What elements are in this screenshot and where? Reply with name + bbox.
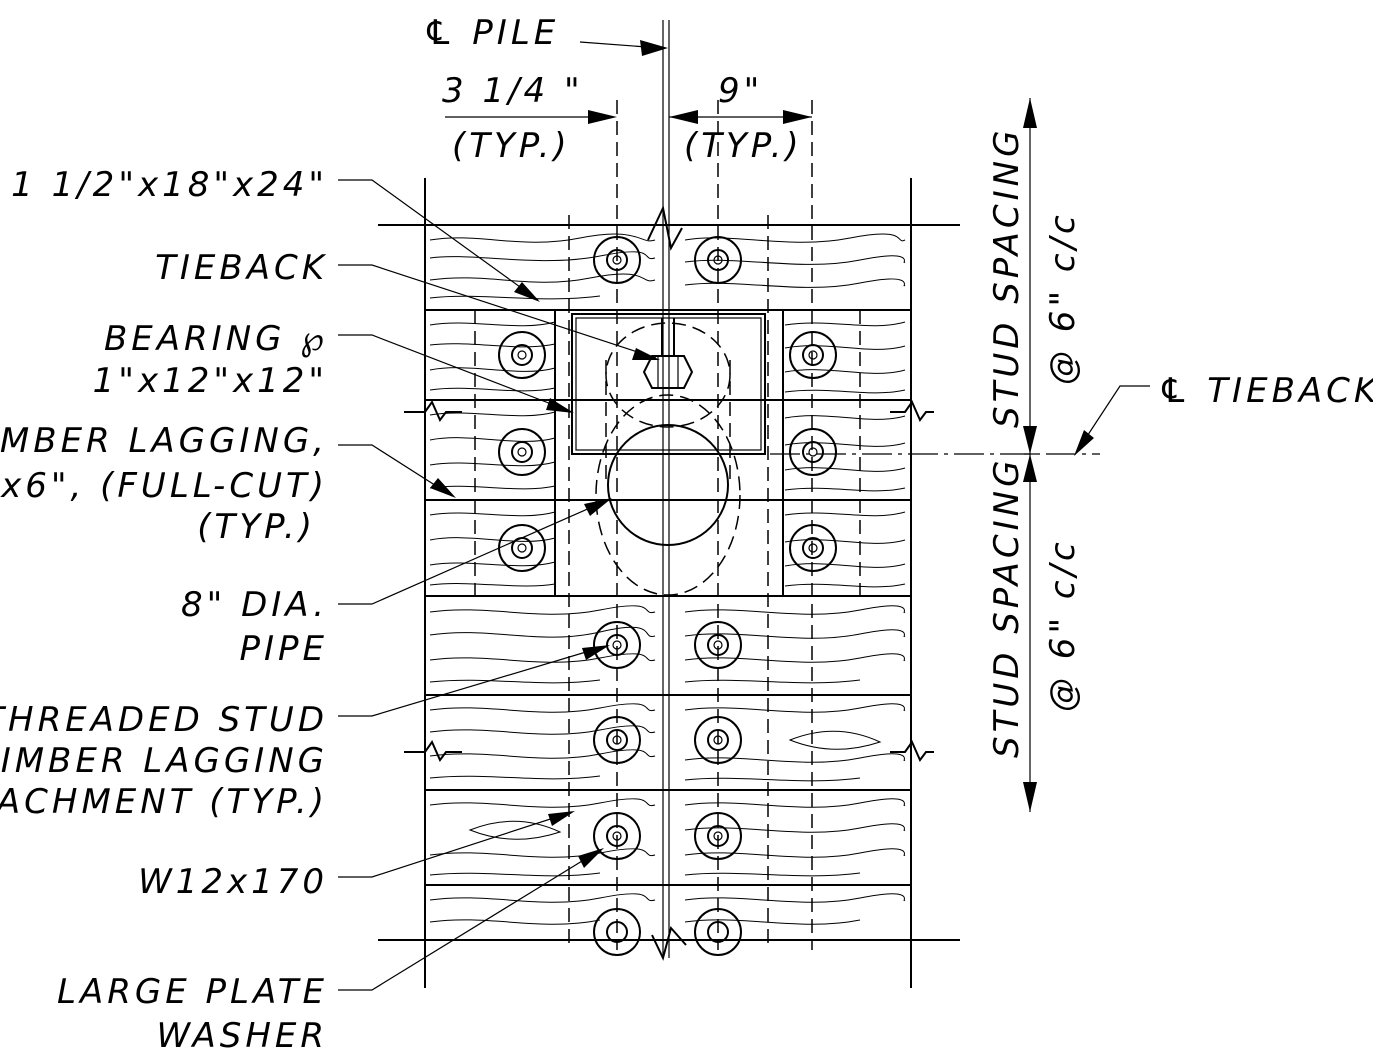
callout-washer-2: WASHER bbox=[157, 1016, 328, 1056]
break-marks bbox=[404, 399, 934, 762]
plate-1-5x18x24 bbox=[554, 309, 784, 597]
stud-spacing-upper: STUD SPACING bbox=[987, 127, 1027, 428]
callout-lagging-2: 6"x6", (FULL-CUT) bbox=[0, 466, 328, 506]
callout-bearing-plate-2: 1"x12"x12" bbox=[93, 361, 328, 401]
bearing-plate-1x12x12 bbox=[571, 313, 766, 455]
callout-pipe-1: 8" DIA. bbox=[181, 585, 328, 625]
stud-washer bbox=[593, 236, 641, 284]
stud-washers bbox=[498, 236, 837, 956]
callout-bearing-plate-1: BEARING ℘ bbox=[104, 319, 328, 359]
spacing-lower: @ 6" c/c bbox=[1043, 538, 1083, 712]
stud-washer bbox=[694, 621, 742, 669]
wood-grain bbox=[429, 233, 906, 925]
stud-spacing-lower: STUD SPACING bbox=[987, 457, 1027, 758]
stud-washer bbox=[593, 908, 641, 956]
left-offset-dim: 3 1/4 " bbox=[442, 71, 584, 111]
stud-washer bbox=[593, 621, 641, 669]
callout-lagging-1: TIMBER LAGGING, bbox=[0, 421, 328, 461]
callout-plate: ℘ 1 1/2"x18"x24" bbox=[0, 165, 328, 205]
cl-pile-label: ℄ PILE bbox=[423, 13, 559, 53]
callout-lagging-3: (TYP.) bbox=[197, 507, 316, 547]
pipe-8-dia bbox=[595, 322, 741, 596]
stud-washer bbox=[789, 524, 837, 572]
left-callouts: ℘ 1 1/2"x18"x24" TIEBACK BEARING ℘ 1"x12… bbox=[0, 165, 660, 1056]
callout-stud-3: ATTACHMENT (TYP.) bbox=[0, 782, 328, 822]
callout-tieback: TIEBACK bbox=[155, 248, 328, 288]
stud-washer bbox=[789, 331, 837, 379]
stud-washer bbox=[789, 428, 837, 476]
spacing-upper: @ 6" c/c bbox=[1043, 211, 1083, 385]
callout-stud-2: TIMBER LAGGING bbox=[0, 741, 328, 781]
pile-web bbox=[647, 20, 687, 961]
stud-washer bbox=[498, 428, 546, 476]
right-offset-note: (TYP.) bbox=[684, 126, 803, 166]
callout-washer-1: LARGE PLATE bbox=[57, 972, 328, 1012]
left-offset-note: (TYP.) bbox=[452, 126, 571, 166]
stud-washer bbox=[498, 331, 546, 379]
stud-washer bbox=[694, 236, 742, 284]
stud-washer bbox=[694, 908, 742, 956]
top-dimensions: ℄ PILE 3 1/4 " (TYP.) 9" (TYP.) bbox=[423, 13, 812, 166]
stud-washer bbox=[498, 524, 546, 572]
timber-lagging-boards bbox=[425, 309, 911, 886]
callout-beam: W12x170 bbox=[138, 862, 328, 902]
cl-tieback-label: ℄ TIEBACK bbox=[1158, 371, 1373, 411]
stud-washer bbox=[694, 812, 742, 860]
stud-washer bbox=[694, 716, 742, 764]
right-dimensions: ℄ TIEBACK STUD SPACING @ 6" c/c STUD SPA… bbox=[770, 98, 1373, 812]
right-offset-dim: 9" bbox=[718, 71, 763, 111]
stud-washer bbox=[593, 812, 641, 860]
callout-stud-1: 3/4" THREADED STUD bbox=[0, 700, 328, 740]
tieback-nut bbox=[642, 318, 694, 389]
callout-pipe-2: PIPE bbox=[239, 629, 328, 669]
stud-washer bbox=[593, 716, 641, 764]
